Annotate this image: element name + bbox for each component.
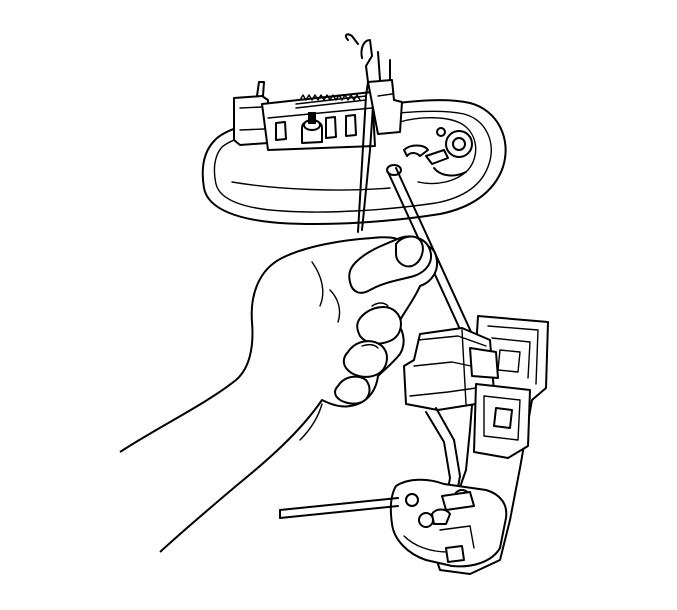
lock-rod xyxy=(357,39,373,233)
latch-lever xyxy=(389,478,508,568)
hand-finger-2 xyxy=(342,340,388,378)
latch-bottom-tab xyxy=(445,545,465,563)
door-handle-assembly xyxy=(201,33,507,233)
hand-thumbnail xyxy=(395,235,424,268)
hand-finger-1 xyxy=(356,306,402,345)
door-latch-assembly xyxy=(389,315,549,575)
hand xyxy=(119,235,438,553)
hand-finger-3 xyxy=(333,375,371,405)
latch-cable xyxy=(279,497,399,511)
hand-outline xyxy=(119,236,438,553)
handle-pivot-plate xyxy=(399,117,477,185)
